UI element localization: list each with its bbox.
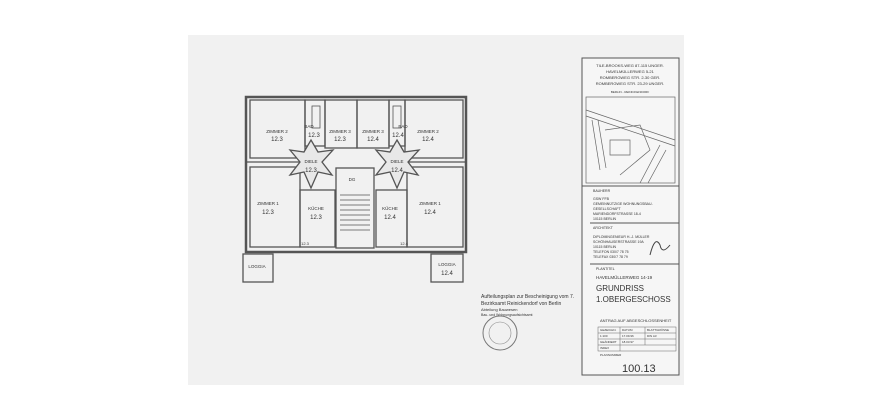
label: Bezirksamt Reinickendorf von Berlin [481,301,562,307]
label: HAVELMÜLLERWEG 14-19 [596,274,653,280]
signature [649,241,671,256]
label: GESELLSCHAFT [593,207,621,211]
plan-number: 100.13 [622,363,656,375]
small-label: 12.4 [400,241,409,246]
label: DIPLOMINGENIEUR H.-J. MÜLLER [593,235,650,239]
info-table: GEZEICHN. DATUM BLATTGRÖSSE 1:100 17.09.96 D… [597,326,677,357]
label: GSW FFB [593,197,610,201]
label: Bau- und Wohnungsaufsichtsamt [481,313,533,317]
title-block: TILE-BROOKS-WEG 87-115 UNGER. HAVELMÜLLE… [581,57,680,376]
room-unit: 12.3 [262,210,274,216]
label: BAUHERR [593,189,611,193]
label: 17.09.96 [622,334,634,338]
label: 1.OBERGESCHOSS [596,295,671,304]
room-name: ZIMMER 1 [257,201,279,206]
room-unit: 12.4 [441,271,453,277]
label: ROMBERGWEG STR. 2-30 GER. [600,75,660,80]
label: SCHÖNHAUSERSTRASSE 19A [593,240,644,244]
label: MARIENDORFSTRASSE 18-4 [593,212,641,216]
label: HAVELMÜLLERWEG 5-21 [606,69,654,74]
label: BERLIN - REINICKENDORF [611,90,650,94]
room-name: BAD [398,124,408,129]
room-unit: 12.4 [391,168,403,174]
label: DIN A3 [647,334,657,338]
label: PLANNUMMER [600,353,622,357]
label: GEMEINNÜTZIGE WOHNUNGSBAU- [593,202,654,206]
room-name: KÜCHE [382,205,398,211]
label: 10115 BERLIN [593,217,617,221]
room-name: DIELE [304,159,317,164]
label: GRUNDRISS [596,284,644,293]
stair-label: DG [349,177,356,182]
room-unit: 12.4 [422,137,434,143]
room-name: ZIMMER 2 [266,129,288,134]
room-name: BAD [304,124,314,129]
site-map [585,96,676,184]
small-label: 12.3 [301,241,310,246]
seal-icon [482,315,518,351]
room-unit: 12.3 [310,215,322,221]
approval-stamp: Aufteilungsplan zur Bescheinigung vom 7.… [481,294,574,351]
label: PLANTITEL [596,267,615,271]
label: ANTRAG AUF ABGESCHLOSSENHEIT [600,318,672,323]
room-name: DIELE [390,159,403,164]
label: 18.03.97 [622,340,634,344]
label: ROMBERGWEG STR. 23-29 UNGER. [596,81,664,86]
room-unit: 12.4 [367,137,379,143]
label: INDEX [600,346,609,350]
label: TELEFON 030/7 78 75 [593,250,629,254]
room-unit: 12.4 [424,210,436,216]
label: BLATTGRÖSSE [647,328,669,332]
floor-plan [242,95,468,283]
room-name: LOGGIA [438,262,455,267]
room-unit: 12.3 [334,137,346,143]
label: 1:100 [600,334,608,338]
room-unit: 12.4 [384,215,396,221]
room-unit: 12.3 [308,133,320,139]
room-name: ZIMMER 3 [329,129,351,134]
label: DATUM [622,328,633,332]
room-unit: 12.4 [392,133,404,139]
room-unit: 12.3 [271,137,283,143]
label: GEÄNDERT [600,340,617,344]
room-unit: 12.3 [305,168,317,174]
room-labels: ZIMMER 2 12.3 BAD 12.3 ZIMMER 3 12.3 ZIMMER… [248,124,455,277]
label: TILE-BROOKS-WEG 87-115 UNGER. [596,63,664,68]
room-name: LOGGIA [248,264,265,269]
room-name: ZIMMER 1 [419,201,441,206]
room-name: KÜCHE [308,205,324,211]
label: ARCHITEKT [593,226,614,230]
label: GEZEICHN. [600,328,617,332]
label: Aufteilungsplan zur Bescheinigung vom 7. [481,294,574,300]
room-name: ZIMMER 2 [417,129,439,134]
label: Abteilung Bauwesen [481,307,517,312]
room-name: ZIMMER 3 [362,129,384,134]
label: 10115 BERLIN [593,245,617,249]
label: TELEFAX 030/7 78 79 [593,255,628,259]
